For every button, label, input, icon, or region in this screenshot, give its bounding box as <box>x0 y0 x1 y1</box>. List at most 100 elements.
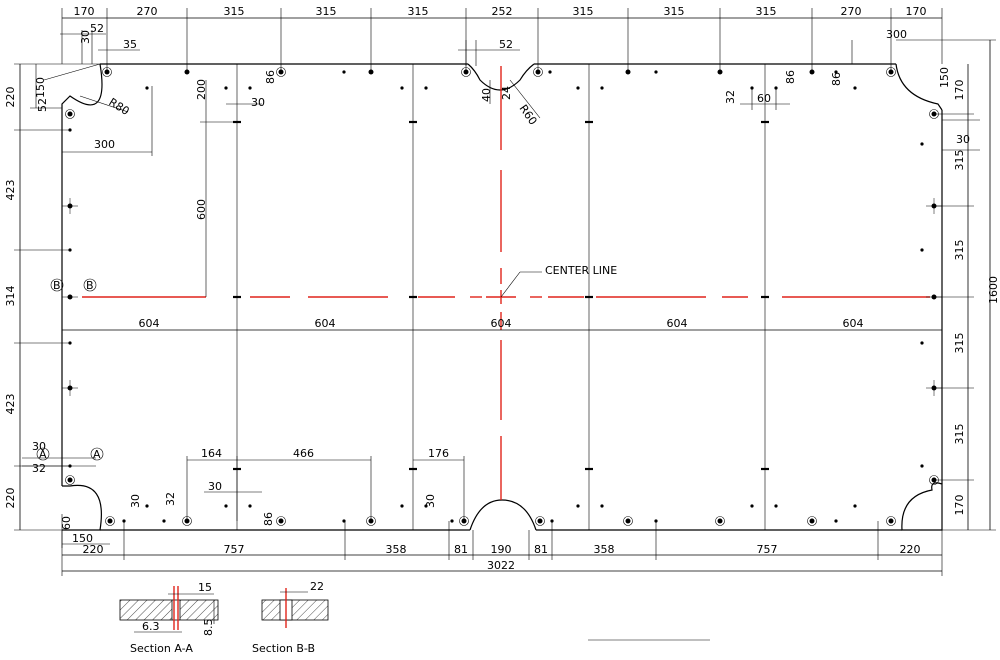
table-outline <box>61 63 943 531</box>
tl-radius: R80 <box>106 96 131 118</box>
center-lines <box>82 66 930 500</box>
bl-dim-466: 466 <box>293 447 314 460</box>
p5-dim-86: 86 <box>830 72 843 86</box>
top-middle-detail: 52 40 24 R60 <box>458 38 541 127</box>
top-dim-2: 270 <box>137 5 158 18</box>
top-dim-labels: 170 270 315 315 315 252 315 315 315 270 … <box>74 5 927 18</box>
callout-b-right: B <box>86 279 94 292</box>
bottom-dim-3: 358 <box>386 543 407 556</box>
callout-a-right: A <box>93 448 101 461</box>
tr-dim-30: 30 <box>956 133 970 146</box>
p1-dim-600: 600 <box>195 199 208 220</box>
section-b-title: Section B-B <box>252 642 315 655</box>
top-right-detail: 300 150 30 <box>851 28 980 151</box>
right-dimension-chain <box>896 39 996 531</box>
left-dim-4: 423 <box>4 394 17 415</box>
top-dim-9: 315 <box>756 5 777 18</box>
bottom-dim-5: 190 <box>491 543 512 556</box>
left-dim-1: 220 <box>4 87 17 108</box>
p1-dim-200: 200 <box>195 79 208 100</box>
callout-a-left: A <box>39 448 47 461</box>
overall-width: 3022 <box>487 559 515 572</box>
top-dim-3: 315 <box>224 5 245 18</box>
top-left-detail: 52 30 35 150 52 R80 300 <box>30 22 153 156</box>
p4-dim-86: 86 <box>784 70 797 84</box>
bolt-hole-rings <box>65 67 939 526</box>
panel-width-labels: 604 604 604 604 604 <box>139 317 864 330</box>
left-dim-3: 314 <box>4 286 17 307</box>
top-dim-10: 270 <box>841 5 862 18</box>
panel-width-1: 604 <box>139 317 160 330</box>
bottom-dim-4: 81 <box>454 543 468 556</box>
bl-dim-32: 32 <box>32 462 46 475</box>
top-dimension-chain <box>61 8 943 72</box>
bl-dim-176: 176 <box>428 447 449 460</box>
bl-dim-30b: 30 <box>129 494 142 508</box>
tl-dim-52: 52 <box>90 22 104 35</box>
bottom-dim-6: 81 <box>534 543 548 556</box>
tl-dim-35: 35 <box>123 38 137 51</box>
right-dim-1: 170 <box>953 80 966 101</box>
tm-radius: R60 <box>517 102 540 127</box>
bl-dim-30c: 30 <box>208 480 222 493</box>
panel-width-3: 604 <box>491 317 512 330</box>
bottom-dim-1: 220 <box>83 543 104 556</box>
bl-dim-150: 150 <box>72 532 93 545</box>
bl-dim-30: 30 <box>32 440 46 453</box>
p1-dim-86: 86 <box>264 70 277 84</box>
bl-dim-164: 164 <box>201 447 222 460</box>
left-dimension-chain <box>14 63 100 531</box>
right-dim-6: 170 <box>953 495 966 516</box>
panel-width-2: 604 <box>315 317 336 330</box>
right-dim-labels: 170 315 315 315 315 170 1600 <box>953 80 1000 516</box>
sec-a-dim-85: 8.5 <box>202 619 215 637</box>
panel-width-4: 604 <box>667 317 688 330</box>
right-dim-3: 315 <box>953 240 966 261</box>
section-callouts: B B A A <box>36 278 104 461</box>
panel-width-5: 604 <box>843 317 864 330</box>
tm-dim-24: 24 <box>500 86 513 100</box>
p4-dim-32: 32 <box>724 90 737 104</box>
top-dim-11: 170 <box>906 5 927 18</box>
callout-b-left: B <box>53 279 61 292</box>
tm-dim-52: 52 <box>499 38 513 51</box>
bottom-left-detail: 30 32 164 466 176 30 32 30 86 30 60 150 <box>22 440 465 548</box>
sec-b-dim-22: 22 <box>310 580 324 593</box>
tl-dim-30: 30 <box>79 30 92 44</box>
bottom-dim-labels: 220 757 358 81 190 81 358 757 220 3022 <box>83 543 921 572</box>
bl-dim-60: 60 <box>60 516 73 530</box>
top-dim-8: 315 <box>664 5 685 18</box>
center-line-label: CENTER LINE <box>545 264 617 277</box>
sec-a-dim-63: 6.3 <box>142 620 160 633</box>
left-dim-2: 423 <box>4 180 17 201</box>
center-line-callout: CENTER LINE <box>500 264 617 298</box>
right-dim-5: 315 <box>953 424 966 445</box>
top-dim-7: 315 <box>573 5 594 18</box>
bl-dim-32b: 32 <box>164 492 177 506</box>
bottom-dimension-chain <box>61 521 943 576</box>
bl-dim-86: 86 <box>262 512 275 526</box>
tr-dim-150: 150 <box>938 67 951 88</box>
right-dim-4: 315 <box>953 333 966 354</box>
top-dim-6: 252 <box>492 5 513 18</box>
bottom-dim-8: 757 <box>757 543 778 556</box>
left-dim-labels: 220 423 314 423 220 <box>4 87 17 509</box>
left-dim-5: 220 <box>4 488 17 509</box>
tr-dim-300: 300 <box>886 28 907 41</box>
tl-dim-52b: 52 <box>36 98 49 112</box>
p1-dim-30: 30 <box>251 96 265 109</box>
section-b-b: 22 Section B-B <box>252 580 329 655</box>
tl-dim-300: 300 <box>94 138 115 151</box>
bl-dim-30d: 30 <box>424 494 437 508</box>
top-dim-4: 315 <box>316 5 337 18</box>
panel1-detail: 86 200 30 600 <box>195 70 277 297</box>
top-dim-1: 170 <box>74 5 95 18</box>
right-dim-2: 315 <box>953 150 966 171</box>
section-a-title: Section A-A <box>130 642 193 655</box>
tm-dim-40: 40 <box>480 88 493 102</box>
p4-dim-60: 60 <box>757 92 771 105</box>
bottom-dim-7: 358 <box>594 543 615 556</box>
panel45-detail: 32 60 86 86 <box>724 70 843 110</box>
